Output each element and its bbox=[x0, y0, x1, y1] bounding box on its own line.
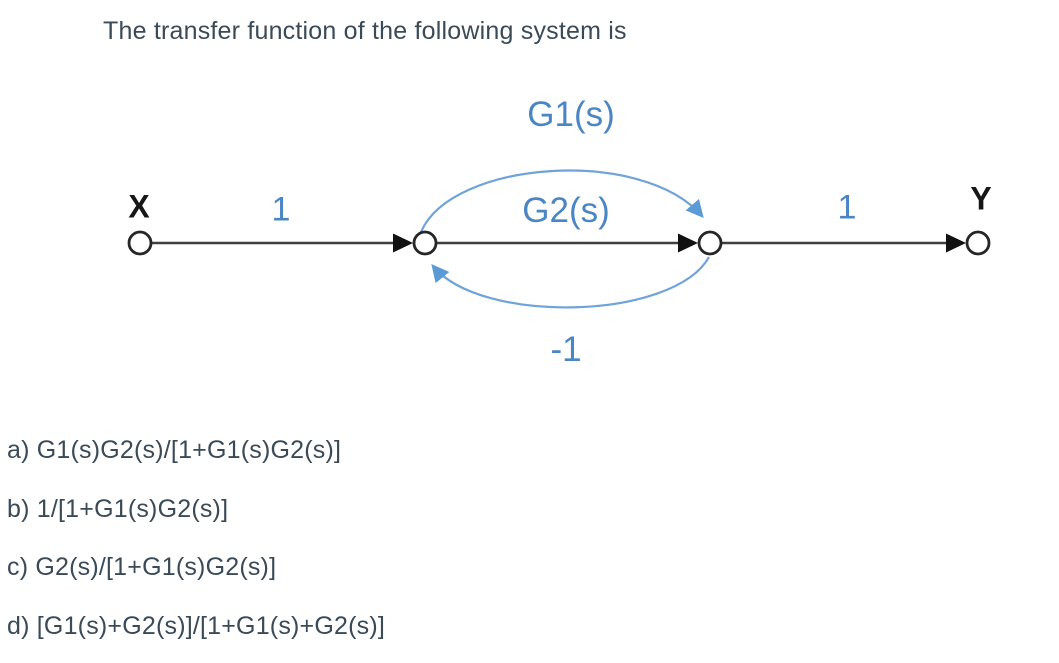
output-node-label: Y bbox=[970, 180, 992, 217]
option-c[interactable]: c) G2(s)/[1+G1(s)G2(s)] bbox=[7, 553, 277, 581]
signal-flow-graph bbox=[127, 169, 991, 309]
feedback-gain-label: -1 bbox=[550, 330, 582, 369]
branch-feedback-arc bbox=[431, 256, 710, 309]
answer-options: a) G1(s)G2(s)/[1+G1(s)G2(s)] b) 1/[1+G1(… bbox=[7, 437, 707, 663]
node-x bbox=[127, 230, 153, 256]
branch-g1-arc bbox=[419, 169, 704, 233]
g2-gain-label: G2(s) bbox=[522, 191, 610, 230]
g1-gain-label: G1(s) bbox=[527, 95, 615, 134]
option-d[interactable]: d) [G1(s)+G2(s)]/[1+G1(s)+G2(s)] bbox=[7, 611, 386, 640]
arrowhead-output bbox=[946, 233, 966, 253]
option-b[interactable]: b) 1/[1+G1(s)G2(s)] bbox=[7, 494, 229, 523]
node-mid-right bbox=[697, 230, 723, 256]
arrowhead-input bbox=[393, 233, 413, 253]
node-y bbox=[965, 230, 991, 256]
option-a[interactable]: a) G1(s)G2(s)/[1+G1(s)G2(s)] bbox=[7, 436, 342, 464]
output-gain-label: 1 bbox=[837, 188, 857, 227]
input-node-label: X bbox=[128, 188, 150, 225]
input-gain-label: 1 bbox=[271, 190, 291, 229]
arrowhead-g2 bbox=[678, 233, 698, 253]
question-title: The transfer function of the following s… bbox=[103, 17, 627, 45]
node-mid-left bbox=[412, 230, 438, 256]
